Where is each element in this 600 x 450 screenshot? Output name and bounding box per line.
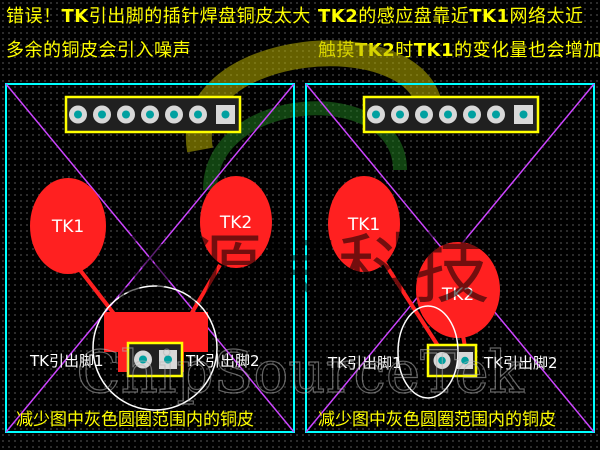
watermark: 矽源特科技 ChipSourceTek	[76, 225, 526, 407]
pin-hole	[139, 355, 147, 364]
pin-hole	[438, 356, 446, 365]
header-pin-hole	[372, 110, 380, 119]
left-highlight-circle	[92, 285, 218, 411]
header-pin-hole	[519, 110, 528, 119]
right-pad-label-tk1: TK1	[347, 215, 380, 235]
left-panel: TK1 TK2 TK引出脚1 TK引出脚2	[5, 83, 295, 433]
left-panel-border	[5, 83, 295, 433]
right-touch-pad-tk1	[328, 176, 400, 272]
left-caption-line1: 错误！TK引出脚的插针焊盘铜皮太大	[6, 6, 311, 28]
caption-text-bold: TK1	[469, 6, 510, 27]
left-pad-label-tk1: TK1	[51, 217, 84, 237]
header-pin-hole	[170, 110, 178, 119]
left-touch-pad-tk1	[30, 178, 106, 274]
left-touch-pad-tk2	[200, 176, 272, 268]
watermark-cn: 矽源特科技	[110, 225, 490, 314]
right-pin1-label: TK引出脚1	[327, 354, 402, 372]
header-pin-hole	[194, 110, 202, 119]
header-pin-hole	[98, 110, 106, 119]
header-pin-hole	[221, 110, 230, 119]
header-pin-hole	[122, 110, 130, 119]
header-pin-hole	[492, 110, 500, 119]
watermark-en: ChipSourceTek	[76, 338, 524, 406]
right-footer: 减少图中灰色圆圈范围内的铜皮	[318, 410, 556, 430]
caption-text-bold: TK	[61, 6, 89, 27]
caption-text-bold: TK2	[318, 6, 359, 27]
left-footer: 减少图中灰色圆圈范围内的铜皮	[16, 410, 254, 430]
pin-hole	[164, 355, 172, 364]
left-caption-line2: 多余的铜皮会引入噪声	[6, 40, 191, 62]
right-touch-pad-tk2	[416, 242, 500, 338]
right-pad-label-tk2: TK2	[441, 285, 474, 305]
right-panel-border	[305, 83, 595, 433]
left-header-pins	[69, 105, 235, 124]
header-pin-hole	[444, 110, 452, 119]
right-highlight-circle	[397, 305, 459, 399]
caption-text: 的变化量也会增加	[454, 40, 600, 61]
pin-hole	[461, 356, 469, 365]
right-pin2-label: TK引出脚2	[483, 354, 558, 372]
header-pin-hole	[146, 110, 154, 119]
caption-text-bold: TK1	[413, 40, 455, 61]
right-caption-line1: TK2的感应盘靠近TK1网络太近	[318, 6, 584, 28]
caption-text: 网络太近	[509, 6, 584, 27]
left-pad-label-tk2: TK2	[219, 213, 252, 233]
left-cross-line-b	[5, 83, 295, 433]
left-pin1-label: TK引出脚1	[29, 352, 104, 370]
left-pin2-label: TK引出脚2	[185, 352, 260, 370]
right-panel: TK1 TK2 TK引出脚1 TK引出脚2	[305, 83, 595, 433]
right-header-pins	[367, 105, 533, 124]
caption-text: 的感应盘靠近	[358, 6, 470, 27]
caption-text: 错误！	[6, 6, 62, 27]
header-pin-hole	[420, 110, 428, 119]
caption-text: 引出脚的插针焊盘铜皮太大	[88, 6, 311, 27]
header-pin-hole	[468, 110, 476, 119]
right-trace-tk1	[382, 260, 444, 354]
caption-text: 多余的铜皮会引入噪声	[6, 40, 191, 61]
header-pin-hole	[74, 110, 82, 119]
header-pin-hole	[396, 110, 404, 119]
